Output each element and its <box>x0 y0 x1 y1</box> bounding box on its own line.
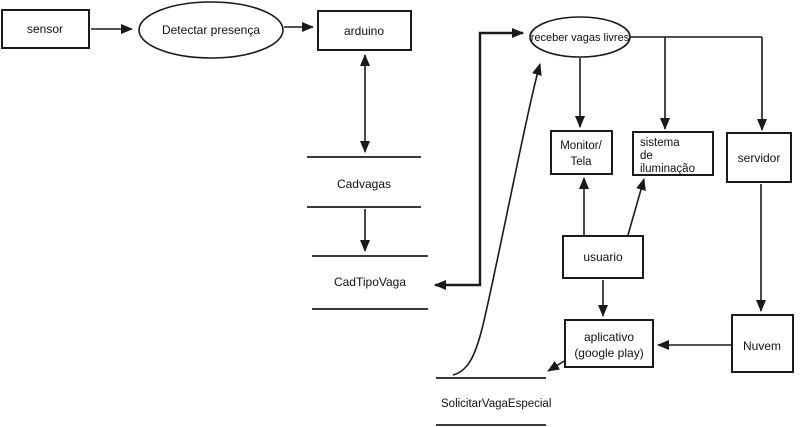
node-detectar-presenca: Detectar presença <box>138 1 284 59</box>
solicitar-vaga-especial-label: SolicitarVagaEspecial <box>441 398 551 410</box>
node-nuvem: Nuvem <box>731 314 794 373</box>
usuario-label: usuario <box>583 250 623 264</box>
receber-vagas-livres-ellipse <box>529 16 631 58</box>
detectar-presenca-ellipse <box>138 1 284 59</box>
node-usuario: usuario <box>562 235 644 279</box>
usuario-box <box>562 235 644 279</box>
datastore-solicitar-vaga-especial: SolicitarVagaEspecial <box>436 377 551 426</box>
cadvagas-label: Cadvagas <box>337 177 391 191</box>
sistema-iluminacao-box <box>632 131 714 176</box>
node-arduino: arduino <box>317 10 412 51</box>
servidor-label: servidor <box>738 151 781 165</box>
node-aplicativo: aplicativo (google play) <box>564 319 654 368</box>
node-monitor-tela: Monitor/ Tela <box>550 130 613 175</box>
monitor-tela-box <box>550 130 613 175</box>
arrow-solicitar-to-receber-curve <box>452 63 542 376</box>
arduino-label: arduino <box>344 24 384 38</box>
sistema-iluminacao-label-line3: iluminação <box>640 163 695 175</box>
node-servidor: servidor <box>726 132 792 183</box>
aplicativo-label-line2: (google play) <box>574 346 643 360</box>
sistema-iluminacao-label-line2: de <box>640 150 653 162</box>
datastore-cadvagas: Cadvagas <box>307 156 421 208</box>
arduino-box <box>317 10 412 51</box>
nuvem-box <box>731 314 794 373</box>
node-receber-vagas-livres: receber vagas livres <box>529 16 631 58</box>
nuvem-label: Nuvem <box>743 339 781 353</box>
datastore-cadtipovaga: CadTipoVaga <box>312 255 428 310</box>
monitor-tela-label-line2: Tela <box>570 156 592 168</box>
receber-vagas-livres-label: receber vagas livres <box>531 32 630 44</box>
cadtipovaga-label: CadTipoVaga <box>334 275 406 289</box>
sensor-box <box>1 9 90 49</box>
node-sensor: sensor <box>1 9 90 49</box>
sistema-iluminacao-label-line1: sistema <box>640 137 680 149</box>
arrow-aplicativo-to-solicitar <box>547 359 567 372</box>
arrow-usuario-to-sistema <box>627 178 646 236</box>
aplicativo-label-line1: aplicativo <box>584 330 634 344</box>
aplicativo-box <box>564 319 654 368</box>
servidor-box <box>726 132 792 183</box>
sensor-label: sensor <box>27 22 63 36</box>
node-sistema-iluminacao: sistema de iluminação <box>632 131 714 176</box>
detectar-presenca-label: Detectar presença <box>162 23 260 37</box>
monitor-tela-label-line1: Monitor/ <box>560 140 602 152</box>
connector-cadtipovaga-receber-bidirectional <box>434 28 524 290</box>
